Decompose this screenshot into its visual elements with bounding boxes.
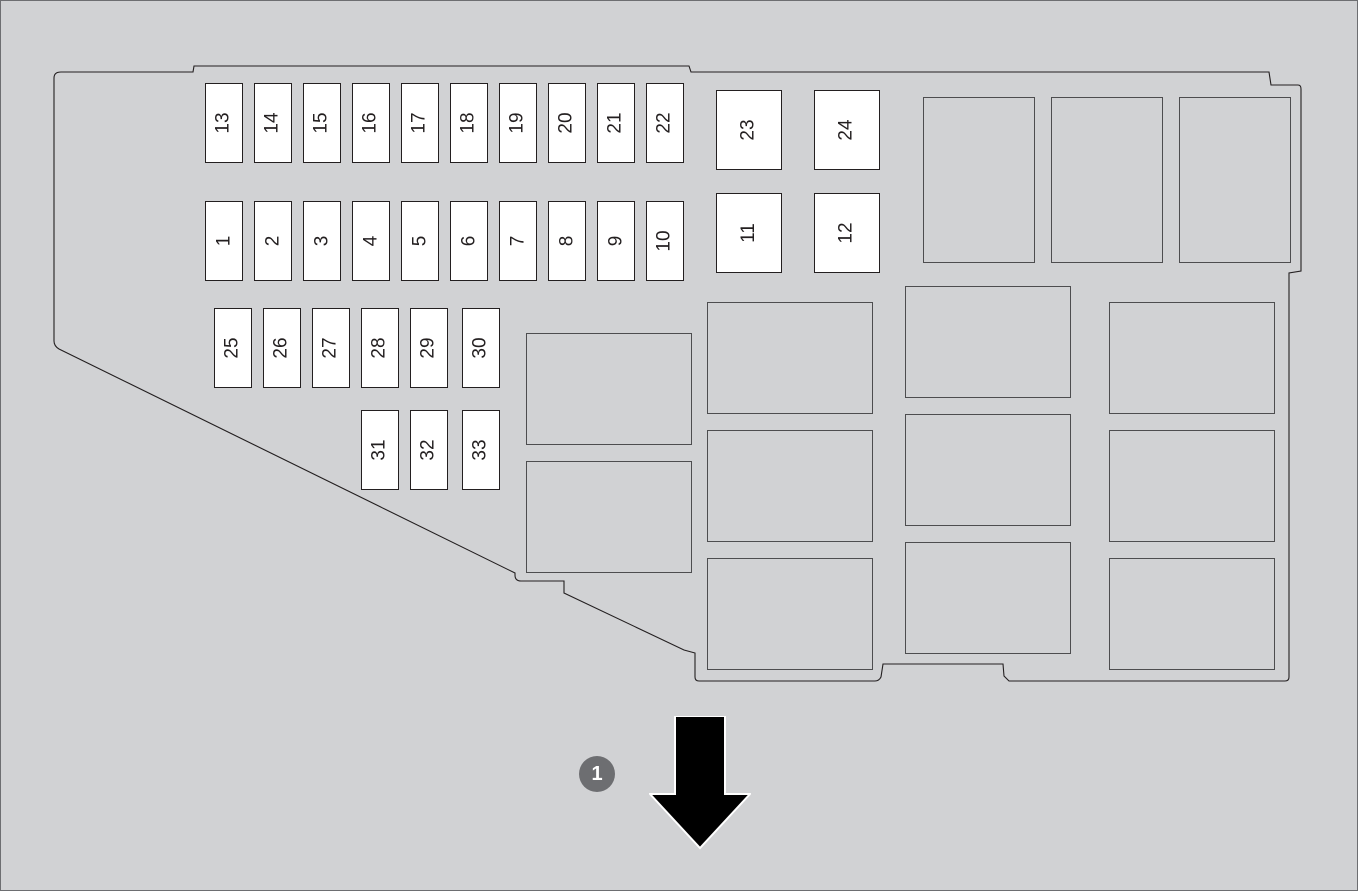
- fuse-3: 3: [303, 201, 341, 281]
- fuse-12: 12: [814, 193, 880, 273]
- fuse-13: 13: [205, 83, 243, 163]
- relay-slot: [707, 558, 873, 670]
- relay-slot: [1179, 97, 1291, 263]
- fuse-33: 33: [462, 410, 500, 490]
- fuse-14: 14: [254, 83, 292, 163]
- fuse-30: 30: [462, 308, 500, 388]
- fuse-8: 8: [548, 201, 586, 281]
- fuse-1: 1: [205, 201, 243, 281]
- fuse-11: 11: [716, 193, 782, 273]
- fuse-7: 7: [499, 201, 537, 281]
- fuse-32: 32: [410, 410, 448, 490]
- relay-slot: [905, 414, 1071, 526]
- fuse-17: 17: [401, 83, 439, 163]
- fuse-26: 26: [263, 308, 301, 388]
- fuse-27: 27: [312, 308, 350, 388]
- relay-slot: [905, 286, 1071, 398]
- fuse-19: 19: [499, 83, 537, 163]
- fuse-16: 16: [352, 83, 390, 163]
- relay-slot: [1109, 302, 1275, 414]
- fuse-4: 4: [352, 201, 390, 281]
- relay-slot: [1051, 97, 1163, 263]
- relay-slot: [1109, 430, 1275, 542]
- fuse-6: 6: [450, 201, 488, 281]
- relay-slot: [526, 333, 692, 445]
- relay-slot: [905, 542, 1071, 654]
- fuse-5: 5: [401, 201, 439, 281]
- fuse-20: 20: [548, 83, 586, 163]
- relay-slot: [923, 97, 1035, 263]
- down-arrow-icon: [649, 716, 751, 850]
- fuse-31: 31: [361, 410, 399, 490]
- relay-slot: [707, 302, 873, 414]
- fuse-15: 15: [303, 83, 341, 163]
- fuse-25: 25: [214, 308, 252, 388]
- fuse-18: 18: [450, 83, 488, 163]
- fuse-28: 28: [361, 308, 399, 388]
- fuse-23: 23: [716, 90, 782, 170]
- fuse-22: 22: [646, 83, 684, 163]
- fuse-29: 29: [410, 308, 448, 388]
- relay-slot: [707, 430, 873, 542]
- callout-badge: 1: [579, 756, 615, 792]
- fuse-10: 10: [646, 201, 684, 281]
- relay-slot: [1109, 558, 1275, 670]
- fuse-21: 21: [597, 83, 635, 163]
- fuse-9: 9: [597, 201, 635, 281]
- fuse-2: 2: [254, 201, 292, 281]
- relay-slot: [526, 461, 692, 573]
- fuse-24: 24: [814, 90, 880, 170]
